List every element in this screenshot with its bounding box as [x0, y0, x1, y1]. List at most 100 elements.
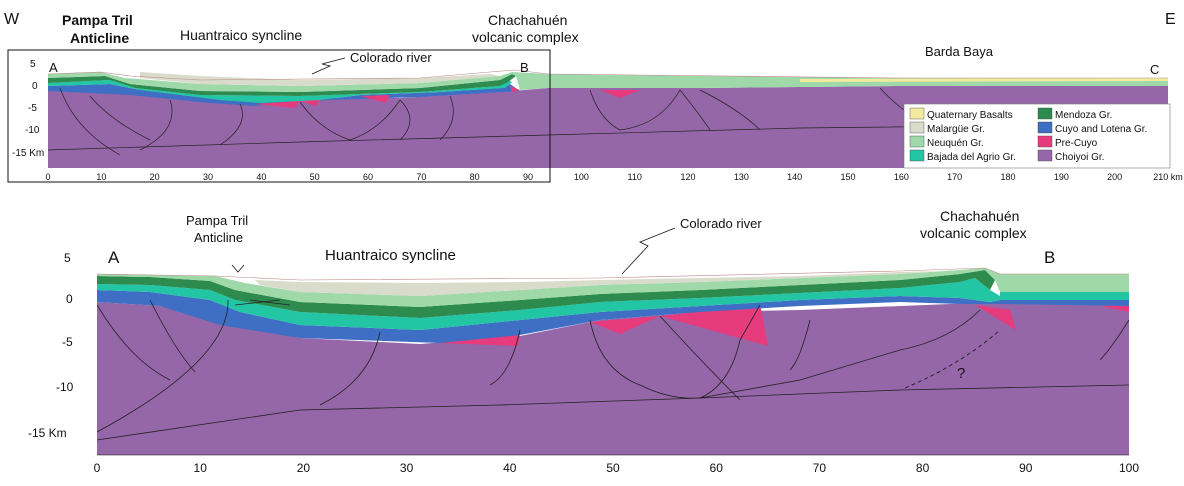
- bottom-chachahuen-line2: volcanic complex: [920, 225, 1027, 241]
- bottom-y-tick: -15 Km: [28, 426, 67, 440]
- bottom-neuquen-layer: [97, 268, 1129, 307]
- legend-label: Quaternary Basalts: [927, 110, 1013, 121]
- top-y-axis: 5 0 -5 -10 -15 Km: [12, 59, 44, 159]
- top-huantraico-label: Huantraico syncline: [180, 27, 302, 43]
- top-colorado-label: Colorado river: [350, 50, 432, 65]
- top-basalt-layer: [800, 78, 1168, 82]
- bottom-section: A B Pampa Tril Anticline Huantraico sync…: [28, 208, 1139, 475]
- bottom-huantraico-label: Huantraico syncline: [325, 247, 456, 264]
- bottom-choiyoi-layer: [97, 302, 1129, 455]
- top-y-tick: 5: [30, 59, 36, 70]
- bottom-x-tick: 0: [94, 461, 101, 475]
- bottom-point-a: A: [108, 248, 120, 267]
- bottom-x-tick: 80: [916, 461, 930, 475]
- top-point-b: B: [520, 60, 529, 75]
- bottom-chachahuen-line1: Chachahuén: [940, 208, 1019, 224]
- top-x-tick: 200: [1107, 172, 1122, 182]
- top-x-tick: 60: [363, 172, 373, 182]
- dir-west: W: [4, 11, 20, 28]
- bottom-x-tick: 20: [297, 461, 311, 475]
- inset-box: [7, 49, 551, 183]
- top-x-tick: 90: [523, 172, 533, 182]
- bottom-x-tick: 100: [1119, 461, 1139, 475]
- bottom-y-tick: 0: [66, 292, 73, 306]
- top-malargue-layer: [140, 72, 500, 86]
- top-y-tick: -5: [28, 103, 37, 114]
- top-colorado-arrow: [311, 57, 346, 75]
- bottom-x-axis: 0 10 20 30 40 50 60 70 80 90 100: [94, 461, 1140, 475]
- top-x-tick: 30: [203, 172, 213, 182]
- legend-swatch: [1037, 149, 1053, 162]
- top-x-tick: 130: [734, 172, 749, 182]
- top-pampa-tril-line2: Anticline: [70, 30, 129, 46]
- bottom-point-b: B: [1044, 248, 1055, 267]
- top-x-tick: 120: [680, 172, 695, 182]
- top-mendoza-layer: [48, 74, 516, 96]
- legend-label: Bajada del Agrio Gr.: [927, 152, 1016, 163]
- legend-swatch: [1037, 121, 1053, 134]
- bottom-x-tick: 40: [503, 461, 517, 475]
- legend-label: Neuquén Gr.: [927, 138, 984, 149]
- legend-swatch: [909, 107, 925, 120]
- top-x-tick: 100: [574, 172, 589, 182]
- legend-label: Cuyo and Lotena Gr.: [1055, 124, 1147, 135]
- top-x-tick: 0: [45, 172, 50, 182]
- top-x-tick: 140: [787, 172, 802, 182]
- top-x-tick: 40: [256, 172, 266, 182]
- top-x-tick: 170: [947, 172, 962, 182]
- question-mark: ?: [957, 365, 965, 382]
- top-x-tick: 190: [1054, 172, 1069, 182]
- bottom-y-tick: 5: [64, 251, 71, 265]
- top-chachahuen-line2: volcanic complex: [472, 29, 579, 45]
- top-chachahuen-line1: Chachahuén: [488, 12, 567, 28]
- bottom-x-tick: 30: [400, 461, 414, 475]
- bottom-colorado-label: Colorado river: [680, 216, 762, 231]
- top-x-tick: 180: [1000, 172, 1015, 182]
- legend-swatch: [1037, 135, 1053, 148]
- top-x-tick: 110: [627, 172, 641, 182]
- top-point-c: C: [1150, 62, 1159, 77]
- bottom-x-tick: 90: [1019, 461, 1033, 475]
- bottom-y-axis: 5 0 -5 -10 -15 Km: [28, 251, 74, 440]
- top-y-tick: 0: [32, 81, 38, 92]
- top-x-tick: 70: [416, 172, 426, 182]
- top-choiyoi-layer: [48, 85, 1168, 168]
- top-x-tick: 80: [470, 172, 480, 182]
- legend-label: Mendoza Gr.: [1055, 110, 1112, 121]
- top-section: W E Pampa Tril Anticline Huantraico sync…: [4, 11, 1183, 183]
- bottom-mendoza-layer: [97, 270, 995, 318]
- legend-swatch: [909, 149, 925, 162]
- top-y-tick: -10: [25, 125, 40, 136]
- top-cuyo-layer: [48, 84, 520, 106]
- top-point-a: A: [49, 60, 58, 75]
- dir-east: E: [1165, 11, 1176, 28]
- top-x-tick: 50: [310, 172, 320, 182]
- bottom-malargue-layer: [255, 271, 940, 296]
- bottom-cuyo-layer: [97, 290, 1129, 343]
- pampa-tril-arrow: [231, 264, 245, 273]
- bottom-pampa-tril-line2: Anticline: [194, 230, 243, 245]
- bottom-x-tick: 50: [606, 461, 620, 475]
- bottom-x-tick: 10: [194, 461, 208, 475]
- legend-label: Malargüe Gr.: [927, 124, 985, 135]
- top-y-tick: -15 Km: [12, 148, 44, 159]
- top-bajada-layer: [48, 80, 512, 103]
- legend-swatch: [909, 135, 925, 148]
- bottom-bajada-layer: [97, 278, 1129, 330]
- top-x-tick: 160: [894, 172, 909, 182]
- bottom-x-tick: 60: [710, 461, 724, 475]
- bottom-y-tick: -10: [56, 380, 74, 394]
- bottom-faults: [97, 299, 1129, 441]
- legend-swatch: [1037, 107, 1053, 120]
- legend-label: Pre-Cuyo: [1055, 138, 1098, 149]
- bottom-x-tick: 70: [813, 461, 827, 475]
- top-x-tick: 150: [840, 172, 855, 182]
- bottom-colorado-arrow: [621, 227, 676, 275]
- top-pampa-tril-line1: Pampa Tril: [62, 12, 133, 28]
- legend-swatch: [909, 121, 925, 134]
- legend-label: Choiyoi Gr.: [1055, 152, 1104, 163]
- top-x-tick: 10: [96, 172, 106, 182]
- top-barda-baya-label: Barda Baya: [925, 44, 994, 59]
